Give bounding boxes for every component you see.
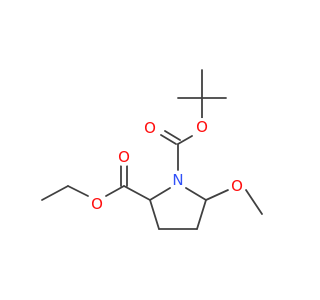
- atom-o-carbonyl-boc: O: [141, 119, 159, 137]
- atom-o-carbonyl-ester: O: [115, 148, 133, 166]
- atom-n-ring: N: [169, 171, 187, 189]
- molecule-structure: O O N O O O: [41, 69, 263, 230]
- bond-n-c5: [185, 187, 207, 201]
- bond-carbonyl-double-a: [160, 134, 177, 145]
- atom-label: O: [144, 119, 156, 137]
- bond-c4-c5: [196, 199, 207, 230]
- atom-label: N: [172, 171, 183, 189]
- atom-label: O: [91, 195, 103, 213]
- atom-label: O: [196, 118, 208, 136]
- atom-label: O: [231, 177, 243, 195]
- bond-o-methyl: [245, 189, 263, 215]
- bond-c2-ester-c: [123, 185, 151, 201]
- bond-c2-c3: [149, 199, 160, 230]
- atom-o-ester-boc: O: [193, 118, 211, 136]
- atom-label: O: [118, 148, 130, 166]
- bond-o-carbonyl-c: [177, 135, 193, 145]
- bond-carbonyl-double-b: [164, 130, 181, 141]
- bond-c5-o: [205, 189, 229, 201]
- bond-ch2-ch3: [41, 185, 69, 201]
- molecule-canvas: O O N O O O: [41, 69, 263, 230]
- atom-o-methoxy: O: [228, 177, 246, 195]
- bond-n-c2: [149, 187, 171, 201]
- atom-o-ethoxy: O: [88, 195, 106, 213]
- bond-ester-c-o: [105, 185, 125, 197]
- bond-o-ch2: [67, 185, 89, 197]
